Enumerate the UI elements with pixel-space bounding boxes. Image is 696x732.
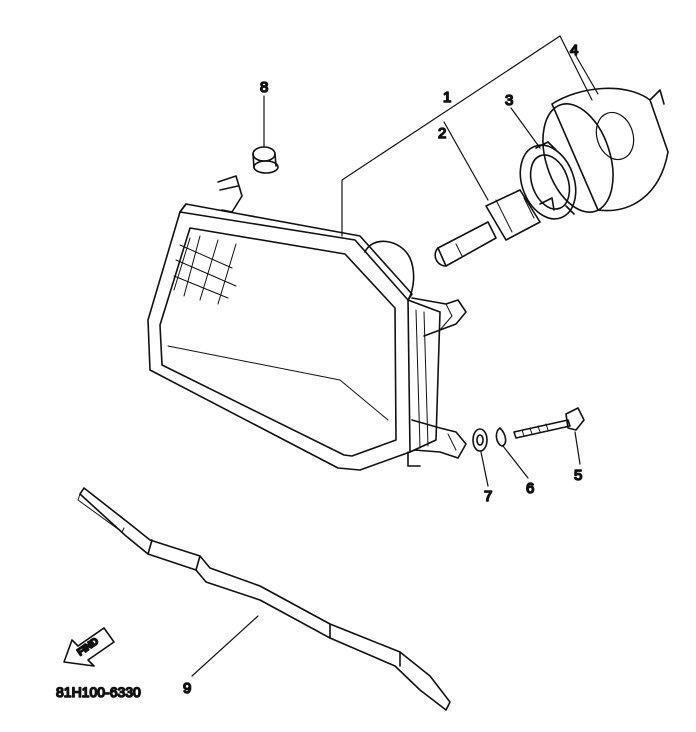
drawing-code: 81H100-6330 xyxy=(56,684,141,700)
cover-tab xyxy=(649,89,665,105)
leader-part-5 xyxy=(574,431,581,465)
callout-6: 6 xyxy=(526,480,534,497)
headlight-lens-outline xyxy=(147,211,411,471)
callout-8: 8 xyxy=(260,79,268,96)
callout-2: 2 xyxy=(438,125,446,142)
bulb-pins xyxy=(539,197,555,211)
callout-3: 3 xyxy=(505,92,513,109)
bulb-retainer-part-3 xyxy=(519,141,577,220)
bulb-part-2 xyxy=(434,189,555,267)
cover-shell xyxy=(551,87,669,212)
spring-washer-part-6 xyxy=(495,427,507,447)
lens-reflection-hatch xyxy=(173,235,237,305)
adjusting-screw-part-5 xyxy=(513,407,585,439)
bulb-base xyxy=(485,189,541,241)
screw-head xyxy=(565,407,585,431)
grommet-part-8 xyxy=(252,146,279,174)
callout-9: 9 xyxy=(183,680,191,697)
leader-part-1-bracket xyxy=(341,35,561,237)
bulb-socket-dome xyxy=(364,240,415,301)
headlight-rear-body xyxy=(407,299,441,453)
headlight-lens-inner xyxy=(159,227,397,457)
callout-7: 7 xyxy=(484,488,492,505)
leader-part-6 xyxy=(502,445,529,479)
mounting-bracket-left xyxy=(217,175,243,213)
leader-lines xyxy=(191,35,599,677)
adjuster-bracket-lower xyxy=(411,419,467,459)
leader-part-2 xyxy=(443,121,489,201)
bottom-foot xyxy=(407,451,421,467)
leader-part-3 xyxy=(510,107,541,149)
callout-5: 5 xyxy=(574,467,582,484)
callout-1: 1 xyxy=(443,89,451,106)
bulb-cover-part-4 xyxy=(542,87,669,213)
find-label: FIND xyxy=(75,636,100,658)
callout-4: 4 xyxy=(570,42,578,59)
nut-part-7 xyxy=(472,428,488,452)
bracket-strip-part-9 xyxy=(77,487,451,711)
leader-part-7 xyxy=(480,451,489,487)
bulb-glass xyxy=(437,221,497,267)
leader-part-4 xyxy=(575,55,599,95)
bracket-strip-outline xyxy=(79,487,451,711)
leader-part-9 xyxy=(191,615,259,677)
reflector-line xyxy=(167,345,389,421)
headlight-unit xyxy=(147,175,467,471)
find-arrow-icon: FIND xyxy=(63,627,115,667)
